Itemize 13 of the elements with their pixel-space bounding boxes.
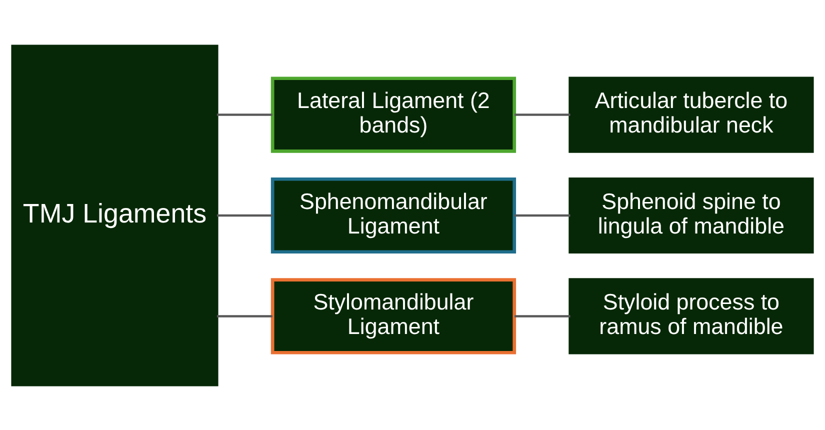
connector xyxy=(514,214,570,216)
node-box: TMJ Ligaments xyxy=(11,44,218,386)
connector xyxy=(216,314,272,317)
connector xyxy=(514,314,570,317)
connector xyxy=(514,113,570,116)
node-box: Styloid process to ramus of mandible xyxy=(568,278,814,354)
node-box: Sphenoid spine to lingula of mandible xyxy=(568,176,814,254)
connector xyxy=(216,113,272,116)
node-box: Articular tubercle to mandibular neck xyxy=(568,76,814,152)
node-box: Sphenomandibular Ligament xyxy=(270,176,516,254)
node-box: Lateral Ligament (2 bands) xyxy=(270,76,516,152)
node-box: Stylomandibular Ligament xyxy=(270,278,516,354)
connector xyxy=(216,214,272,216)
